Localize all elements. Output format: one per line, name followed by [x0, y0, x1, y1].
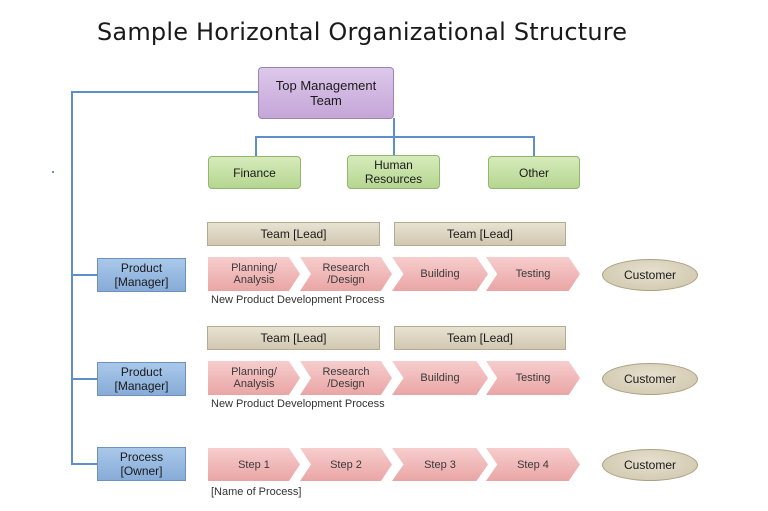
process-step-building: Building	[392, 361, 488, 395]
left-spine-connector	[71, 91, 73, 464]
process-step-4: Step 4	[486, 448, 580, 481]
other-box: Other	[488, 156, 580, 189]
customer-ellipse: Customer	[602, 449, 698, 481]
stray-dot	[52, 171, 54, 173]
hr-drop-connector	[393, 136, 395, 155]
process-step-3: Step 3	[392, 448, 488, 481]
process-step-1: Step 1	[208, 448, 300, 481]
page-title: Sample Horizontal Organizational Structu…	[97, 18, 628, 46]
top-to-spine-connector	[71, 91, 258, 93]
finance-box: Finance	[208, 156, 301, 189]
process-step-research: Research /Design	[300, 361, 392, 395]
process-caption: New Product Development Process	[211, 294, 385, 306]
process-step-testing: Testing	[486, 361, 580, 395]
team-lead-box: Team [Lead]	[394, 326, 566, 350]
process-step-planning: Planning/ Analysis	[208, 257, 300, 291]
row1-branch-connector	[71, 274, 97, 276]
process-step-2: Step 2	[300, 448, 392, 481]
other-drop-connector	[533, 136, 535, 156]
process-owner-box: Process [Owner]	[97, 447, 186, 481]
process-step-building: Building	[392, 257, 488, 291]
row2-branch-connector	[71, 378, 97, 380]
process-caption: [Name of Process]	[211, 486, 302, 498]
human-resources-box: Human Resources	[347, 155, 440, 189]
team-lead-box: Team [Lead]	[207, 222, 380, 246]
product-manager-box: Product [Manager]	[97, 258, 186, 292]
top-management-box: Top Management Team	[258, 67, 394, 119]
top-down-connector	[393, 118, 395, 136]
finance-drop-connector	[255, 136, 257, 156]
team-lead-box: Team [Lead]	[394, 222, 566, 246]
customer-ellipse: Customer	[602, 363, 698, 395]
function-bus-connector	[255, 136, 535, 138]
process-step-planning: Planning/ Analysis	[208, 361, 300, 395]
process-caption: New Product Development Process	[211, 398, 385, 410]
row3-branch-connector	[71, 463, 97, 465]
team-lead-box: Team [Lead]	[207, 326, 380, 350]
product-manager-box: Product [Manager]	[97, 362, 186, 396]
process-step-research: Research /Design	[300, 257, 392, 291]
customer-ellipse: Customer	[602, 259, 698, 291]
process-step-testing: Testing	[486, 257, 580, 291]
